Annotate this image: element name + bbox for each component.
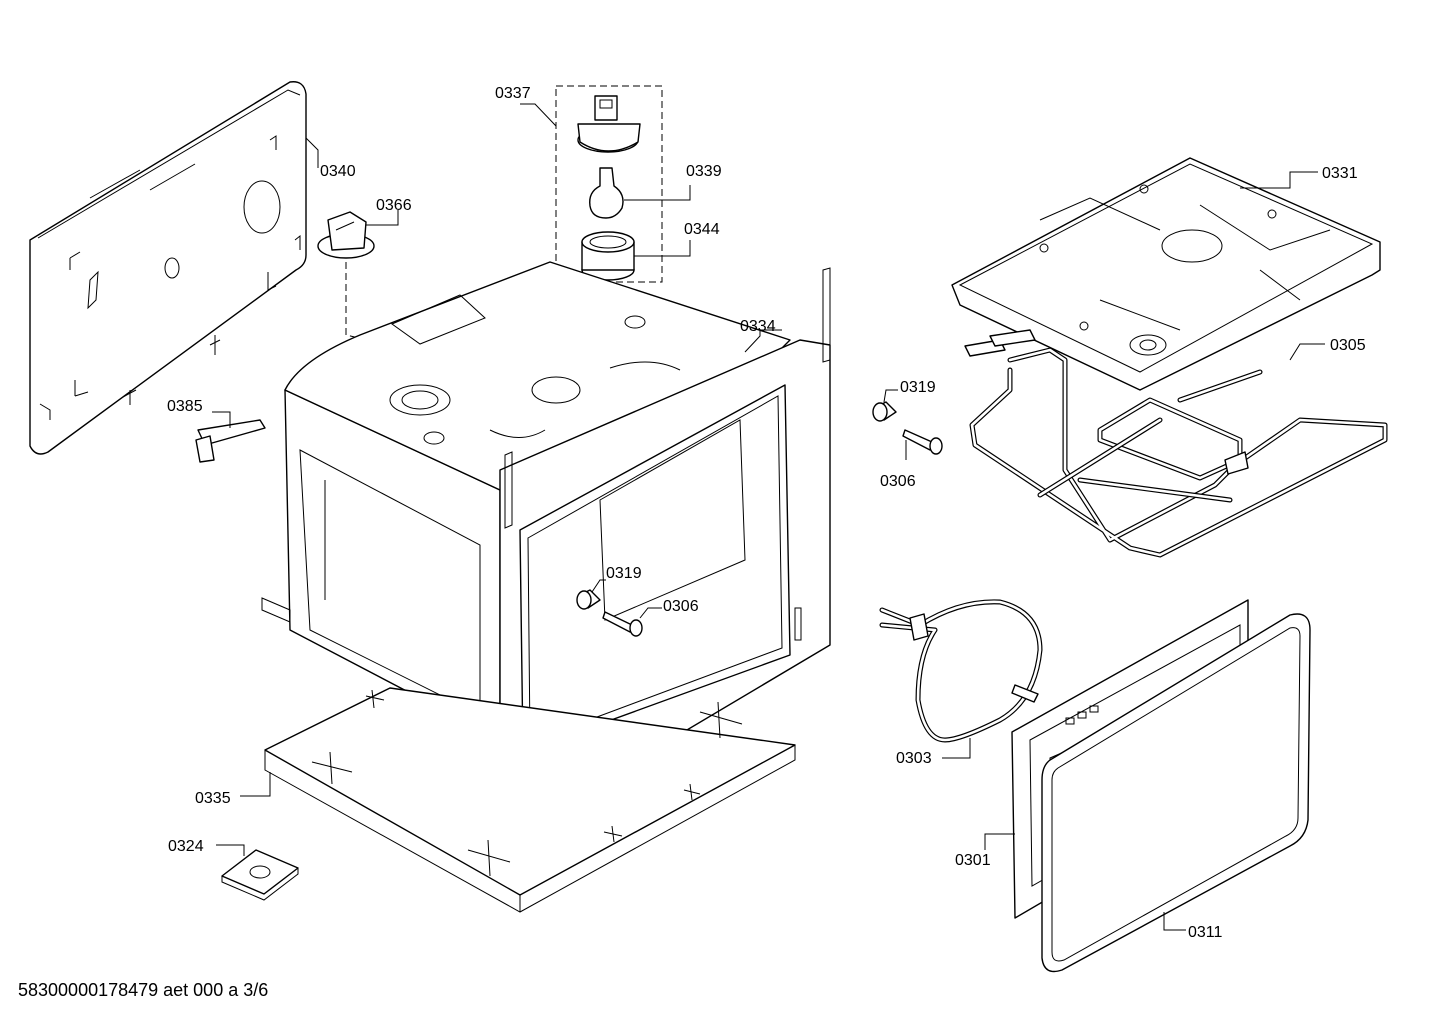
label-0339: 0339 (686, 163, 722, 180)
label-0319-center: 0319 (606, 565, 642, 582)
label-0306-center: 0306 (663, 598, 699, 615)
label-0335: 0335 (195, 790, 231, 807)
label-0366: 0366 (376, 197, 412, 214)
part-0311-door-seal: 0311 (1041, 613, 1311, 973)
part-0385-bracket: 0385 (167, 398, 266, 463)
part-0334-oven-cavity: 0334 (261, 261, 831, 836)
part-0335-bottom-panel: 0335 (195, 687, 796, 913)
part-0306-screw-center: 0306 (602, 598, 699, 637)
label-0319-right: 0319 (900, 379, 936, 396)
part-0306-screw-right: 0306 (880, 429, 943, 490)
label-0306-right: 0306 (880, 473, 916, 490)
part-0303-ring-element: 0303 (879, 599, 1043, 767)
label-0303: 0303 (896, 750, 932, 767)
label-0301: 0301 (955, 852, 991, 869)
part-0337-lamp-assembly: 0337 0339 0344 (495, 85, 722, 370)
label-0305: 0305 (1330, 337, 1366, 354)
part-0366-housing: 0366 (317, 197, 421, 390)
label-0334: 0334 (740, 318, 776, 335)
part-0319-spacer-center: 0319 (576, 565, 642, 610)
part-0305-grill-element: 0305 (964, 329, 1388, 558)
drawing-number: 58300000178479 aet 000 a 3/6 (18, 980, 269, 1000)
lamp-holder (577, 95, 641, 153)
label-0324: 0324 (168, 838, 204, 855)
label-0337: 0337 (495, 85, 531, 102)
label-0344: 0344 (684, 221, 720, 238)
part-0344-lamp-ring: 0344 (581, 221, 720, 281)
part-0331-top-cover: 0331 (951, 157, 1381, 391)
label-0340: 0340 (320, 163, 356, 180)
label-0331: 0331 (1322, 165, 1358, 182)
part-0324-pad: 0324 (168, 838, 299, 901)
part-0319-spacer-right: 0319 (872, 379, 936, 422)
label-0385: 0385 (167, 398, 203, 415)
label-0311: 0311 (1188, 924, 1223, 941)
part-0339-bulb: 0339 (589, 163, 722, 219)
part-0340-rear-panel: 0340 (29, 81, 356, 455)
